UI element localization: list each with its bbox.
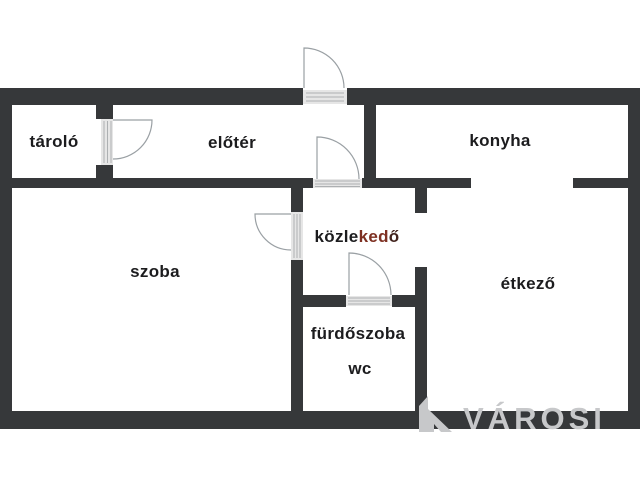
kozlekedo-text-black: közle — [314, 227, 359, 246]
room-label-etkezo: étkező — [500, 274, 556, 293]
watermark-text: VÁROSI — [463, 401, 606, 436]
tarolo-door-arc — [112, 119, 153, 160]
walls — [0, 88, 640, 429]
varosi-house-logo-icon — [419, 396, 452, 432]
room-label-tarolo: tároló — [29, 132, 79, 151]
door-swings — [112, 47, 392, 296]
room-label-konyha: konyha — [469, 131, 531, 150]
room-label-szoba: szoba — [130, 262, 180, 281]
kozlekedo-text-dark: ő — [388, 227, 400, 246]
room-label-furdoszoba: fürdőszoba — [310, 324, 406, 343]
szoba-door-arc — [254, 213, 292, 251]
watermark: VÁROSI — [418, 394, 606, 434]
room-label-eloter: előtér — [207, 133, 257, 152]
entrance-door-arc — [303, 47, 345, 89]
door-threshold-lines — [103, 92, 390, 305]
room-label-wc: wc — [348, 359, 372, 378]
eloter-door-arc — [316, 136, 360, 180]
room-label-kozlekedo: közlekedő — [315, 227, 400, 247]
furdoszoba-door-arc — [348, 252, 392, 296]
kozlekedo-text-red: ked — [358, 227, 389, 246]
